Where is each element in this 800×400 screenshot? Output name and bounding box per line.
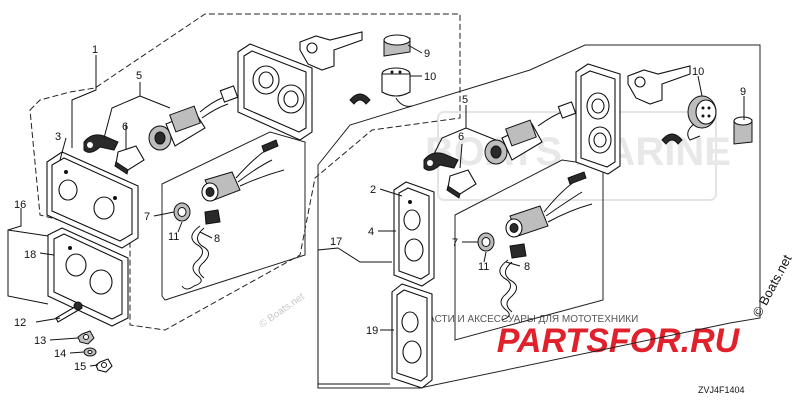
- lanyard-clip-right: [499, 243, 527, 321]
- callout-19: 19: [366, 325, 378, 337]
- callout-8-left: 8: [214, 233, 220, 245]
- bracket-upper-left: [299, 31, 363, 71]
- callout-10-right: 10: [692, 66, 704, 78]
- assembly-1-boundary: [29, 13, 461, 331]
- right-assembly-frame: [317, 44, 761, 389]
- shop-tagline: ЗАПЧАСТИ И АКСЕССУАРЫ ДЛЯ МОТОТЕХНИКИ: [402, 314, 639, 325]
- callout-5-left: 5: [136, 70, 142, 82]
- nut-15: [95, 358, 113, 373]
- key-cap-right: [446, 169, 477, 199]
- leader-lines: [7, 44, 745, 385]
- callout-10-upper: 10: [424, 71, 436, 83]
- left-switch-frame: [161, 131, 306, 301]
- ignition-switch-right: [484, 101, 577, 165]
- callout-2: 2: [370, 184, 376, 196]
- stop-switch-right: [505, 171, 593, 238]
- washer-14: [83, 347, 97, 357]
- switch-panel-cover-18: [47, 227, 129, 327]
- cable-clamp-right: [661, 133, 683, 145]
- ignition-key-left: [83, 134, 119, 153]
- callout-17: 17: [330, 236, 342, 248]
- callout-12: 12: [14, 317, 26, 329]
- callout-14: 14: [54, 348, 66, 360]
- callout-4: 4: [368, 226, 374, 238]
- cap-9-upper: [383, 34, 411, 57]
- callout-6-left: 6: [122, 121, 128, 133]
- callout-9-right: 9: [740, 86, 746, 98]
- right-switch-frame: [454, 159, 604, 341]
- lanyard-clip-left: [181, 209, 221, 290]
- switch-panel-left: [46, 151, 139, 249]
- switch-panel-cover-19: [391, 283, 433, 389]
- callout-11-left: 11: [168, 231, 179, 243]
- cap-9-right: [733, 116, 753, 145]
- callout-15: 15: [74, 361, 86, 373]
- watermark-site-corner: © Boats.net: [749, 252, 794, 320]
- ignition-switch-left: [148, 85, 239, 151]
- shop-name: PARTSFOR.RU: [497, 322, 741, 360]
- nut-13: [77, 330, 95, 345]
- switch-panel-right: [393, 181, 435, 287]
- stop-switch-left: [201, 139, 285, 202]
- callout-1: 1: [92, 44, 98, 56]
- washer-right: [477, 232, 495, 252]
- buzzer-right: [687, 95, 717, 141]
- buzzer-upper: [381, 67, 413, 107]
- watermark-site-small: © Boats.net: [257, 291, 306, 330]
- callout-9-upper: 9: [424, 48, 430, 60]
- callout-labels: 1 5 6 3 16 18 7 11 8 9 10 5 6 2 4 17 19 …: [14, 44, 746, 395]
- ignition-key-right: [423, 152, 459, 171]
- mounting-plate-right: [575, 63, 621, 175]
- callout-5-right: 5: [462, 94, 468, 106]
- bracket-right: [627, 65, 691, 105]
- bolt-12: [55, 301, 83, 323]
- callout-7-right: 7: [452, 237, 458, 249]
- callout-8-right: 8: [524, 261, 530, 273]
- callout-18: 18: [24, 249, 36, 261]
- mounting-plate-left: [237, 43, 313, 141]
- callout-6-right: 6: [458, 131, 464, 143]
- callout-16: 16: [14, 199, 26, 211]
- cable-clamp-upper: [349, 93, 371, 105]
- callout-11-right: 11: [478, 261, 489, 273]
- callout-3: 3: [55, 131, 61, 143]
- washer-left: [173, 202, 191, 222]
- key-cap-left: [114, 145, 145, 175]
- callout-7-left: 7: [144, 211, 150, 223]
- drawing-code: ZVJ4F1404: [698, 385, 745, 395]
- callout-13: 13: [34, 335, 46, 347]
